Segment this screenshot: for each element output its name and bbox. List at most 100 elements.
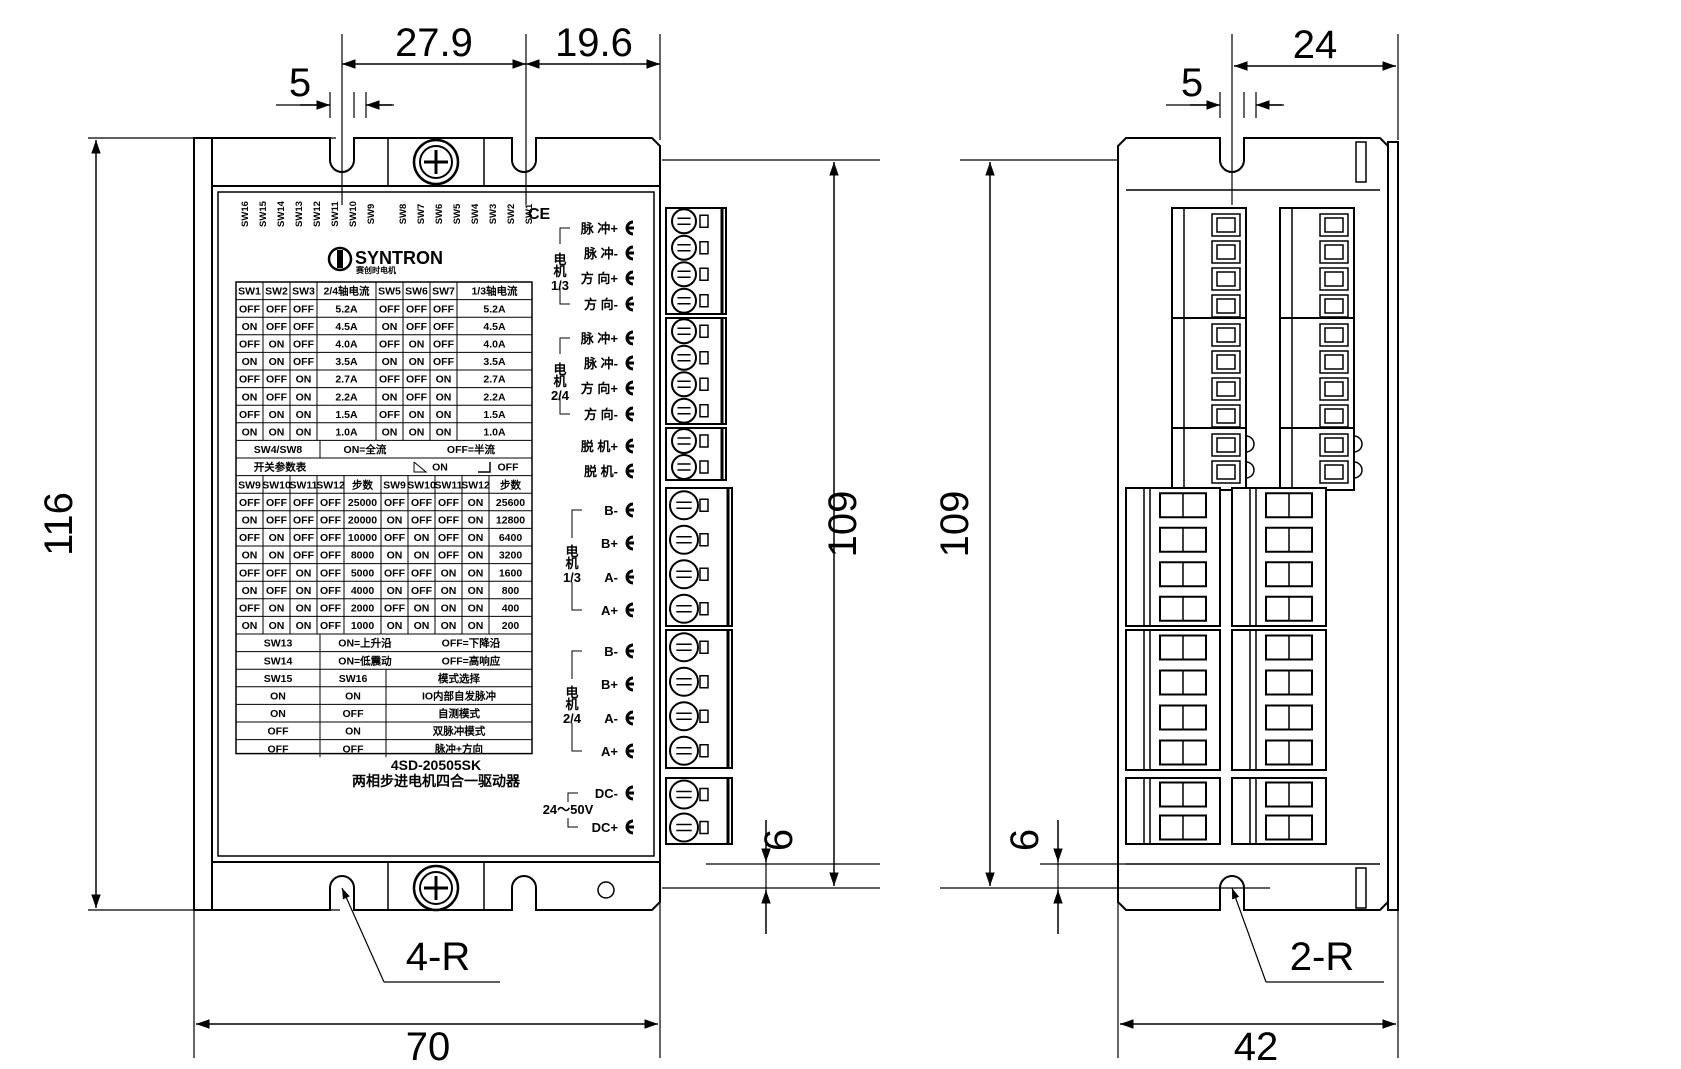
current-table-row: ON: [436, 374, 452, 386]
terminal-pin: [699, 214, 709, 228]
current-table-header: SW1: [238, 286, 261, 298]
current-table-row: OFF: [379, 338, 401, 350]
current-table-row: OFF: [293, 356, 315, 368]
switch-name-sw15: SW15: [258, 200, 269, 227]
current-table-row: 2.2A: [335, 391, 358, 403]
current-table-header: 2/4轴电流: [323, 285, 370, 298]
top-screw-block: [387, 137, 485, 187]
edge-setting-row: OFF=下降沿: [442, 637, 501, 650]
current-table-row: 5.2A: [483, 303, 506, 315]
dim-side-bottom-offset: 6: [1003, 829, 1047, 851]
step-table-row: OFF: [384, 497, 406, 509]
side-pin-inner: [1216, 354, 1236, 370]
current-table-row: 4.0A: [483, 338, 506, 350]
current-table-row: ON: [382, 391, 398, 403]
signal-label: 脉 冲-: [583, 356, 618, 371]
current-table-row: ON: [242, 391, 258, 403]
side-pin-inner: [1324, 217, 1344, 233]
step-table-row: 8000: [351, 550, 375, 562]
step-table-header: SW11: [434, 479, 462, 491]
current-table-header: SW7: [432, 286, 455, 298]
switch-legend-title: 开关参数表: [254, 461, 307, 474]
product-description: 两相步进电机四合一驱动器: [352, 773, 521, 789]
current-table-row: OFF: [266, 391, 288, 403]
sw48-row: OFF=半流: [447, 443, 496, 456]
switch-legend-on: ON: [432, 462, 448, 474]
step-table-row: OFF: [320, 585, 342, 597]
step-table-header: SW9: [383, 479, 406, 491]
step-table-row: 400: [502, 602, 520, 614]
current-table-row: OFF: [406, 374, 428, 386]
side-latch-icon: [1353, 435, 1363, 479]
current-table-row: 1.5A: [483, 409, 506, 421]
current-table-row: OFF: [379, 409, 401, 421]
switch-name-sw16: SW16: [240, 201, 251, 227]
terminal-pin: [699, 324, 709, 338]
side-pin-inner: [1324, 381, 1344, 397]
edge-setting-row: OFF=高响应: [442, 654, 501, 667]
step-table-row: OFF: [266, 497, 288, 509]
screw-icon: [412, 138, 460, 186]
current-table-row: 3.5A: [483, 356, 506, 368]
current-table-row: 4.5A: [335, 321, 358, 333]
side-pin-inner: [1216, 271, 1236, 287]
bracket: [571, 650, 582, 752]
current-table-row: ON: [409, 356, 425, 368]
step-table-row: ON: [414, 602, 430, 614]
mode-table-row: ON: [345, 726, 361, 738]
bracket: [559, 337, 570, 415]
step-table-row: ON: [269, 550, 285, 562]
step-table-row: ON: [414, 550, 430, 562]
current-table-row: OFF: [239, 303, 261, 315]
table-border: [235, 281, 533, 755]
switch-legend-off: OFF: [498, 462, 520, 474]
motor-label: 机: [553, 264, 566, 279]
step-table-row: OFF: [293, 514, 315, 526]
mode-table-row: IO内部自发脉冲: [422, 689, 496, 702]
phase-label: A-: [604, 570, 618, 585]
step-table-header: SW10: [262, 479, 291, 491]
step-table-row: OFF: [438, 532, 460, 544]
current-table-row: 5.2A: [335, 303, 358, 315]
terminal-screw-icon: [669, 735, 699, 766]
power-label: DC+: [592, 820, 619, 835]
current-table-row: ON: [436, 391, 452, 403]
step-table-row: OFF: [411, 585, 433, 597]
terminal-pin: [699, 744, 709, 758]
switch-name-sw12: SW12: [312, 201, 323, 227]
current-table-row: OFF: [293, 303, 315, 315]
current-table-row: 4.5A: [483, 321, 506, 333]
terminal-screw-icon: [671, 287, 697, 314]
current-table-row: ON: [269, 338, 285, 350]
side-pin-inner: [1216, 327, 1236, 343]
current-table-row: OFF: [239, 409, 261, 421]
step-table-row: ON: [441, 567, 457, 579]
dim-side-height: 109: [933, 491, 977, 558]
mode-table-row: ON: [345, 690, 361, 702]
motor-label: 电: [565, 685, 578, 700]
current-table-row: 2.7A: [483, 374, 506, 386]
power-label: DC-: [595, 786, 618, 801]
dim-side-width: 42: [1234, 1025, 1279, 1064]
step-table-row: 12800: [496, 514, 525, 526]
step-table-row: OFF: [266, 567, 288, 579]
side-latch-icon: [1245, 435, 1255, 479]
step-table-row: ON: [269, 620, 285, 632]
terminal-pin: [699, 267, 709, 281]
current-table-row: OFF: [379, 303, 401, 315]
step-table-row: 10000: [348, 532, 377, 544]
edge-setting-row: ON=上升沿: [338, 637, 392, 650]
current-table-row: ON: [436, 409, 452, 421]
current-table-row: OFF: [266, 303, 288, 315]
side-pin-inner: [1216, 244, 1236, 260]
terminal-screw-icon: [669, 593, 699, 624]
side-right-rail: [1387, 141, 1399, 911]
current-table-row: OFF: [433, 321, 455, 333]
current-table-row: 1.0A: [335, 426, 358, 438]
step-table-row: ON: [242, 585, 258, 597]
terminal-pin: [699, 640, 709, 654]
current-table-row: OFF: [266, 374, 288, 386]
